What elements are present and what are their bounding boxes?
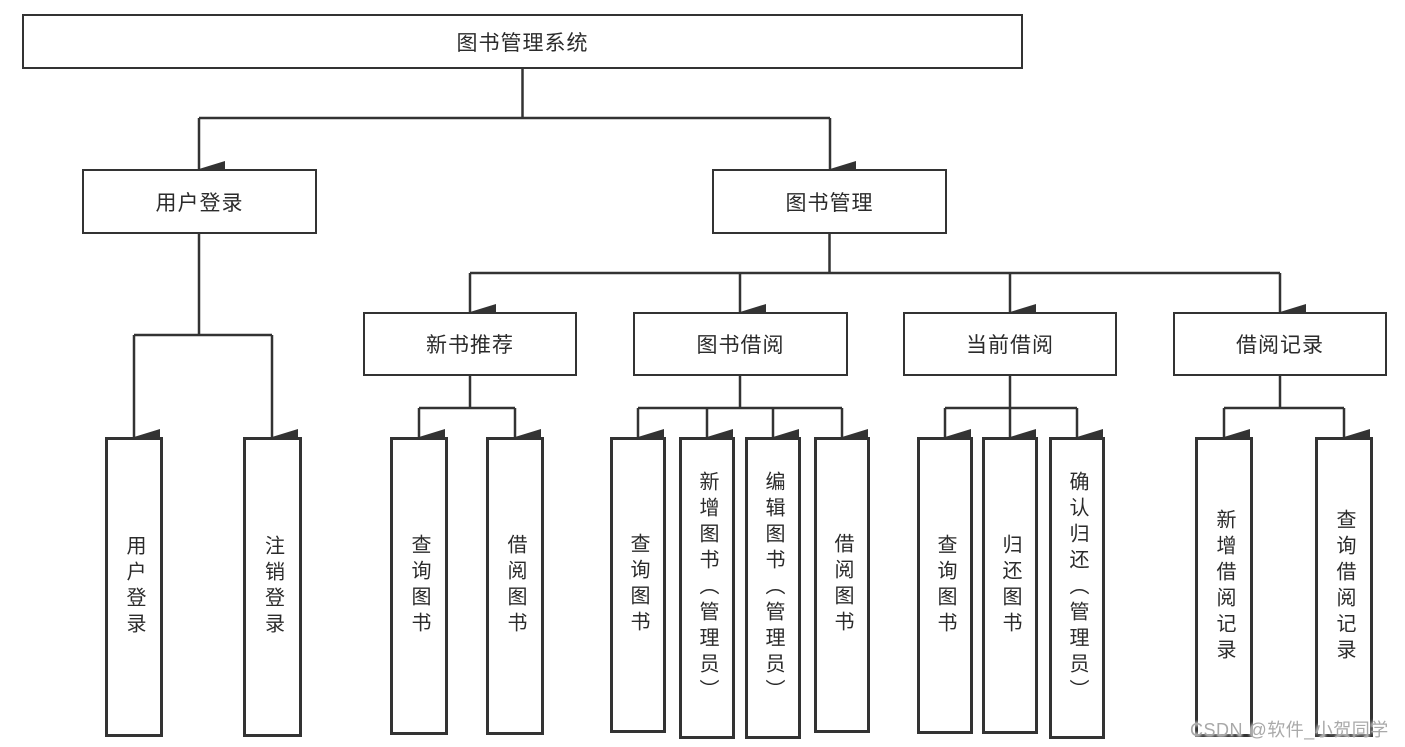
leaf-bb-add-books-admin: 新增图书（管理员） [679, 437, 735, 739]
node-root-library-system: 图书管理系统 [22, 14, 1023, 69]
leaf-cb-return-books: 归还图书 [982, 437, 1038, 734]
leaf-br-query-borrow-record: 查询借阅记录 [1315, 437, 1373, 737]
node-user-login: 用户登录 [82, 169, 317, 234]
node-new-book-recommend: 新书推荐 [363, 312, 577, 376]
leaf-cb-confirm-return-admin: 确认归还（管理员） [1049, 437, 1105, 739]
leaf-bb-borrow-books: 借阅图书 [814, 437, 870, 733]
leaf-cb-query-books: 查询图书 [917, 437, 973, 734]
leaf-user-login: 用户登录 [105, 437, 163, 737]
leaf-nb-query-books: 查询图书 [390, 437, 448, 735]
node-book-borrow: 图书借阅 [633, 312, 848, 376]
leaf-br-add-borrow-record: 新增借阅记录 [1195, 437, 1253, 737]
node-borrow-records: 借阅记录 [1173, 312, 1387, 376]
leaf-nb-borrow-books: 借阅图书 [486, 437, 544, 735]
node-current-borrow: 当前借阅 [903, 312, 1117, 376]
node-book-management: 图书管理 [712, 169, 947, 234]
csdn-watermark: CSDN @软件_小贺同学 [1190, 720, 1389, 740]
leaf-logout-login: 注销登录 [243, 437, 302, 737]
leaf-bb-edit-books-admin: 编辑图书（管理员） [745, 437, 801, 739]
leaf-bb-query-books: 查询图书 [610, 437, 666, 733]
